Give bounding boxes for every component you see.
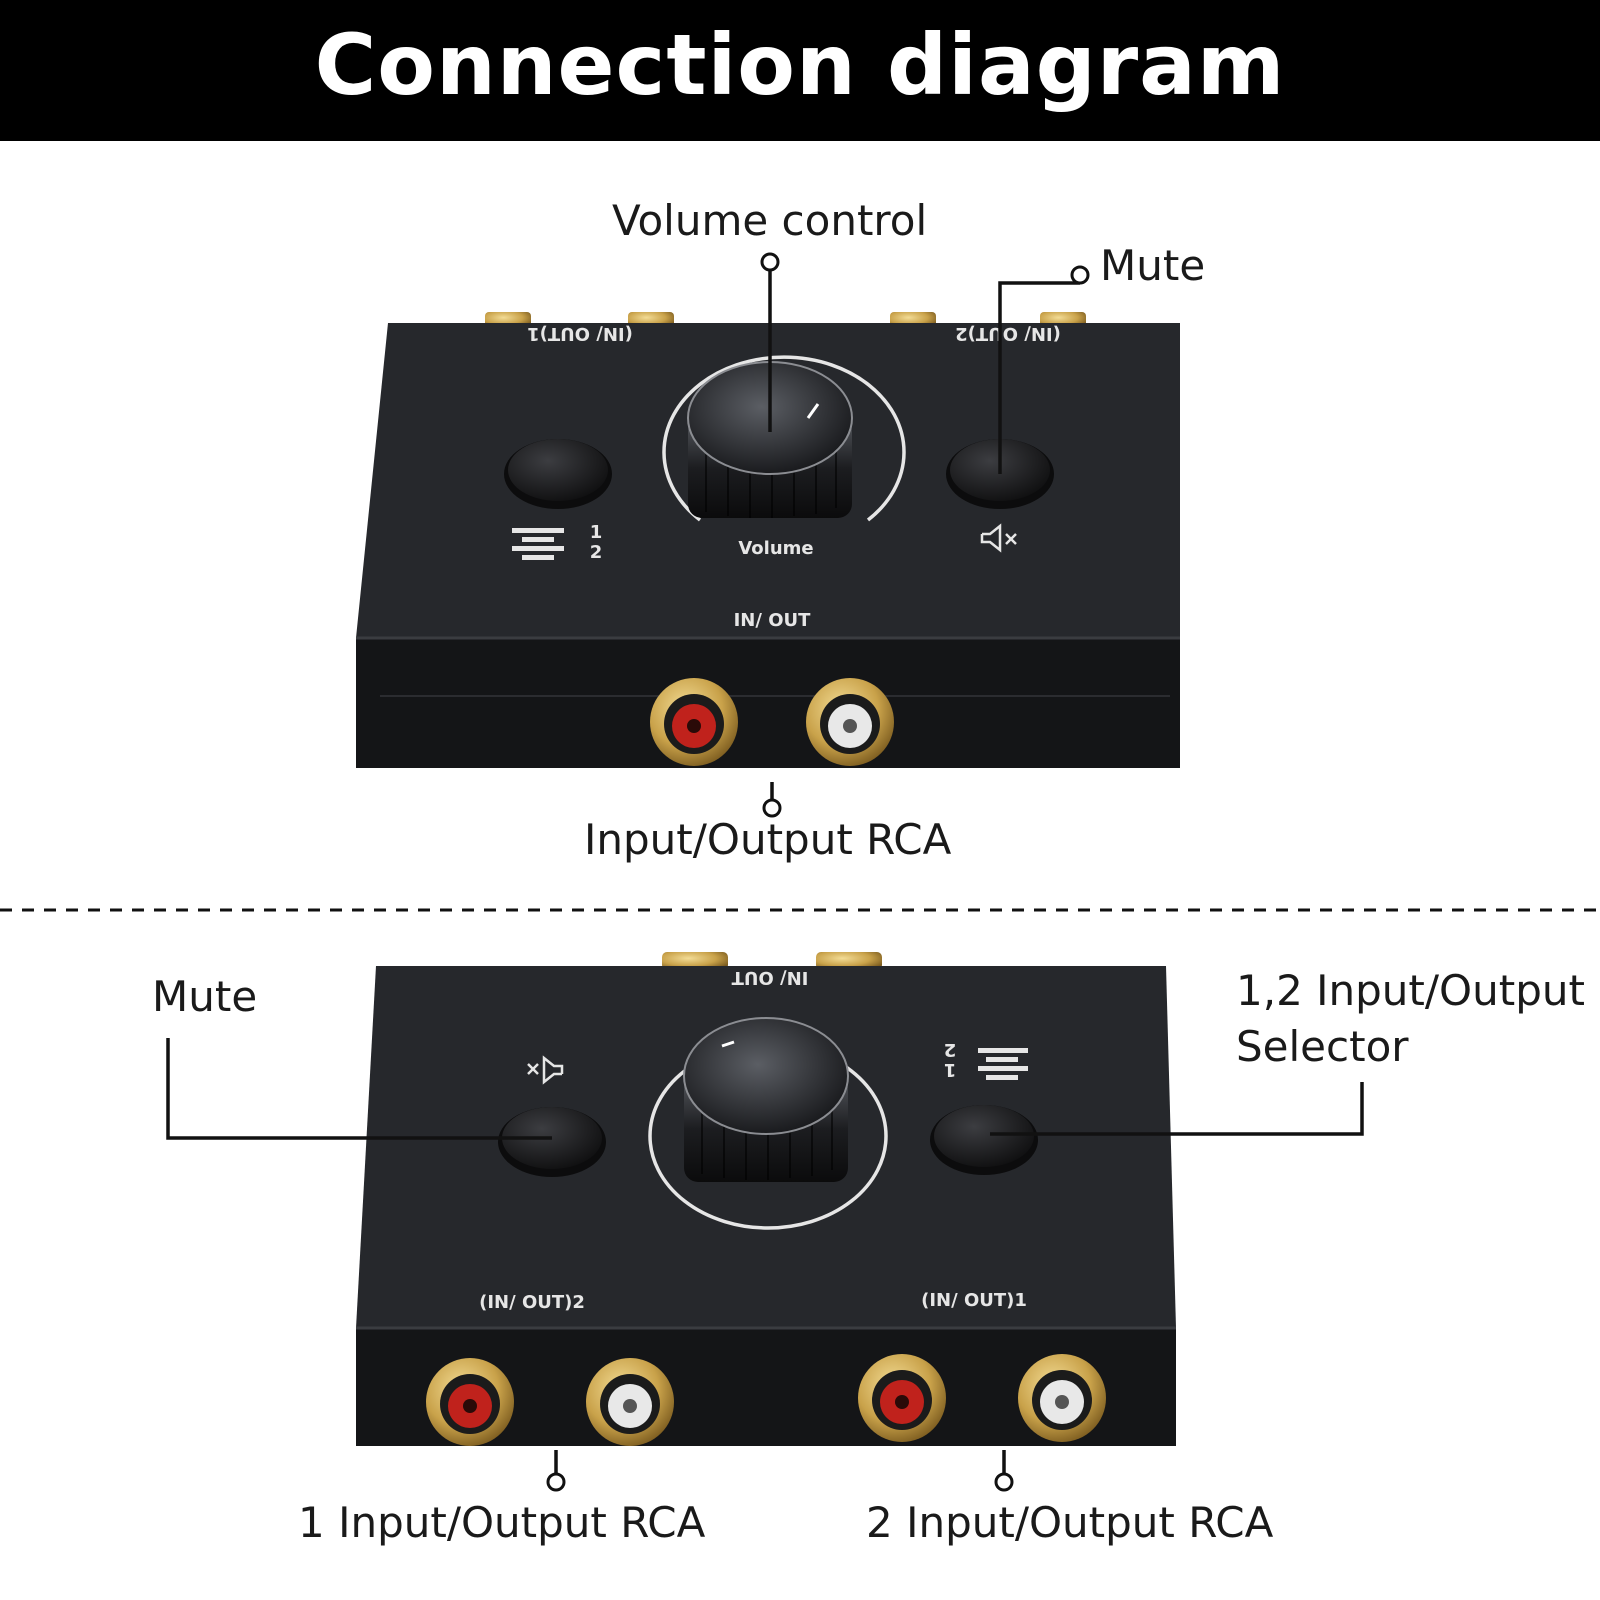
callout-mute-bottom: Mute (152, 972, 258, 1021)
bottom-back-label: IN/ OUT (731, 967, 809, 988)
leader-mute-bottom (166, 1038, 552, 1140)
callout-rca-1: 1 Input/Output RCA (298, 1498, 706, 1547)
bottom-rca-red-jack-2[interactable] (858, 1354, 946, 1442)
bottom-front-label-2: (IN/ OUT)2 (479, 1292, 585, 1313)
bottom-selector-button[interactable] (930, 1105, 1038, 1175)
top-front-label: IN/ OUT (734, 610, 812, 631)
page-title: Connection diagram (314, 15, 1286, 114)
callout-selector-line2: Selector (1236, 1022, 1409, 1071)
leader-selector (990, 1082, 1364, 1136)
selector-bars-icon (512, 528, 564, 560)
top-back-label-1: (IN/ OUT)1 (527, 323, 633, 344)
leader-mute-top (998, 281, 1080, 474)
top-volume-label: Volume (738, 538, 813, 559)
bottom-device: IN/ OUT (356, 952, 1176, 1446)
mute-speaker-icon (980, 523, 1017, 553)
bottom-rca-red-jack-1[interactable] (426, 1358, 514, 1446)
bottom-selector-label-2: 2 (944, 1039, 957, 1060)
bottom-rca-white-jack-1[interactable] (586, 1358, 674, 1446)
top-volume-arc (662, 355, 906, 522)
callout-selector-line1: 1,2 Input/Output (1236, 966, 1585, 1015)
top-selector-label-2: 2 (590, 542, 603, 563)
top-rca-red-jack[interactable] (650, 678, 738, 766)
mute-speaker-icon (527, 1055, 564, 1085)
bottom-selector-label-1: 1 (944, 1059, 957, 1080)
bottom-mute-button[interactable] (498, 1107, 606, 1177)
top-device-front-face (356, 638, 1180, 768)
bottom-back-rca-jacks (662, 952, 882, 970)
top-volume-knob[interactable] (687, 361, 853, 518)
leader-rca-1-dot (546, 1472, 566, 1492)
title-banner: Connection diagram (0, 0, 1600, 141)
selector-bars-icon (978, 1048, 1028, 1080)
top-back-label-2: (IN/ OUT)2 (955, 323, 1061, 344)
callout-volume-control: Volume control (612, 196, 928, 245)
callout-rca-top: Input/Output RCA (584, 815, 952, 864)
top-device: (IN/ OUT)1 (IN/ OUT)2 1 2 (356, 312, 1180, 768)
leader-mute-top-dot (1070, 265, 1090, 285)
callout-mute-top: Mute (1100, 241, 1206, 290)
top-rca-white-jack[interactable] (806, 678, 894, 766)
leader-rca-2-dot (994, 1472, 1014, 1492)
top-selector-label-1: 1 (590, 522, 603, 543)
bottom-rca-white-jack-2[interactable] (1018, 1354, 1106, 1442)
leader-rca-top-dot (762, 798, 782, 818)
top-selector-button[interactable] (504, 439, 612, 509)
bottom-front-label-1: (IN/ OUT)1 (921, 1290, 1027, 1311)
leader-volume-dot (760, 252, 780, 272)
bottom-volume-knob[interactable] (683, 1017, 849, 1182)
callout-rca-2: 2 Input/Output RCA (866, 1498, 1274, 1547)
